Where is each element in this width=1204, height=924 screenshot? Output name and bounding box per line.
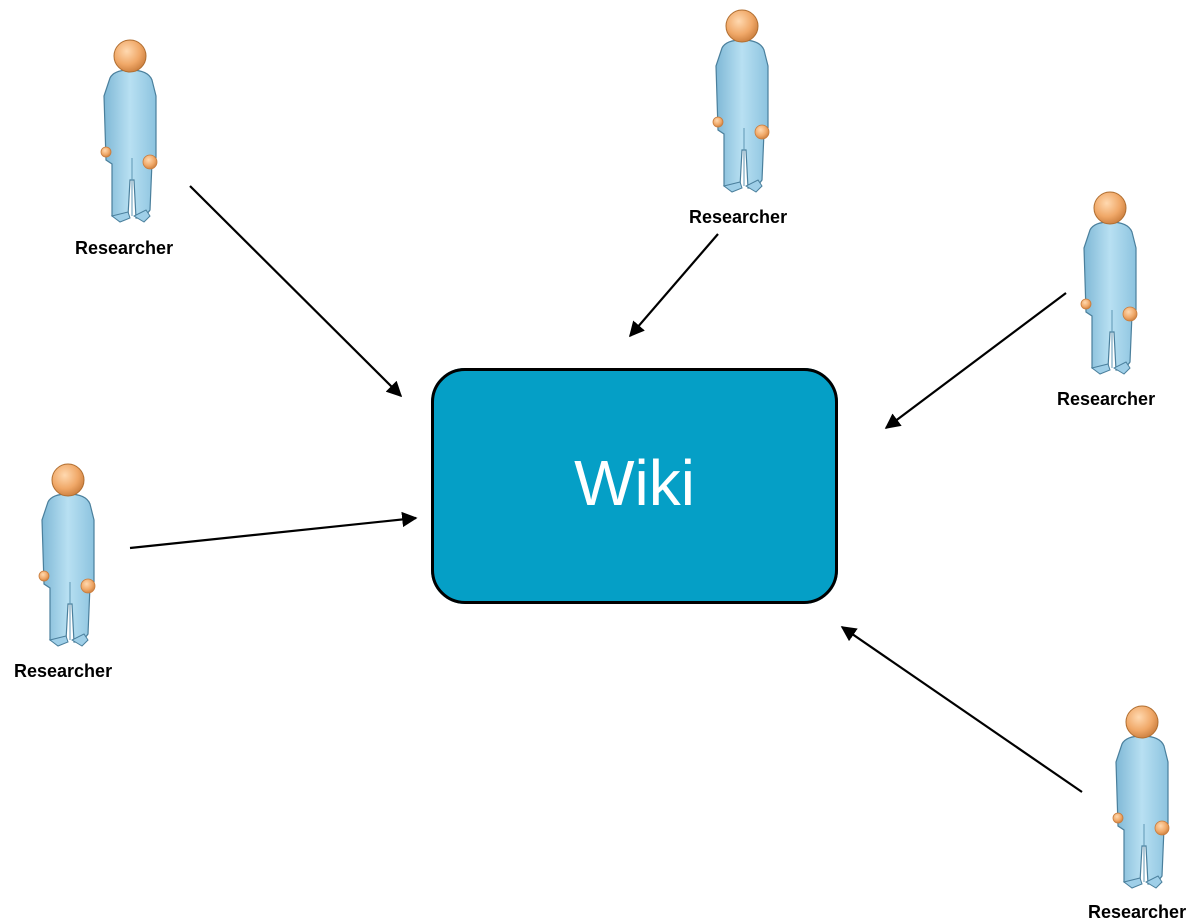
person-icon-right [1080,191,1138,375]
arrow-top-center [628,233,719,338]
person-icon-top-center [712,9,770,193]
researcher-label-left: Researcher [14,661,113,681]
wiki-node: Wiki [431,368,838,604]
person-icon-top-left [100,39,158,223]
researcher-label-bottom-right: Researcher [1088,902,1187,922]
wiki-box-fill [431,368,838,604]
researcher-label-top-left: Researcher [75,238,174,258]
researcher-label-top-center: Researcher [689,207,788,227]
arrow-bottom-right [840,626,1083,793]
arrow-left [129,511,418,550]
person-icon-left [38,463,96,647]
arrow-top-right [884,292,1067,429]
person-icon-bottom-right [1112,705,1170,889]
wiki-title: Wiki [574,447,695,519]
researcher-label-right: Researcher [1057,389,1156,409]
arrow-top-left [189,185,403,398]
